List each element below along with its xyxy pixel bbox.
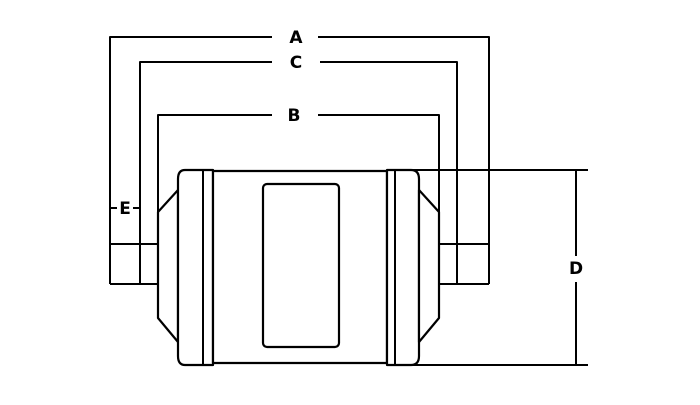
dimension-d: D (413, 169, 588, 366)
dimension-a-line-left (109, 36, 272, 284)
left-connection-tube (110, 243, 158, 285)
right-end-cap (417, 188, 441, 344)
dimension-c-line-right (320, 61, 458, 284)
left-end-cap (156, 188, 180, 344)
left-flange (176, 168, 215, 367)
dimension-c: C (139, 53, 458, 284)
dimension-a: A (109, 28, 490, 284)
dimension-c-label: C (290, 53, 302, 73)
dimension-a-line-right (318, 36, 490, 284)
sight-window (261, 182, 341, 349)
dimension-d-label: D (569, 259, 583, 279)
dimension-a-label: A (289, 28, 303, 48)
dimension-e-label: E (119, 199, 131, 219)
right-connection-tube (439, 243, 489, 285)
dimension-b-label: B (288, 106, 301, 126)
filter-body (156, 168, 441, 367)
right-flange (385, 168, 421, 367)
dimension-c-line-left (139, 61, 272, 284)
dimension-e: E (110, 199, 140, 219)
